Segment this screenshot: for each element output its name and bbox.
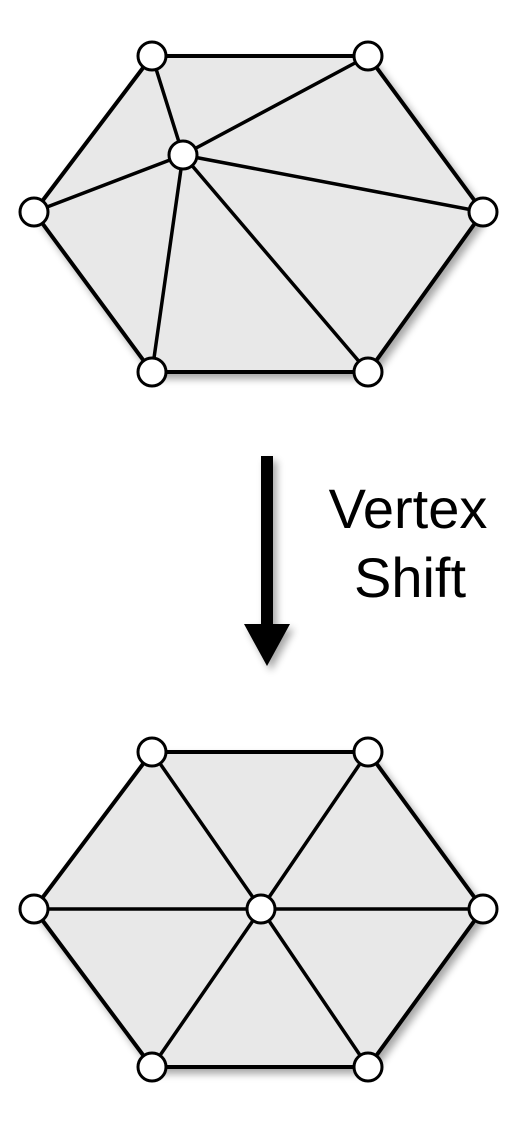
edge-before bbox=[150, 54, 185, 157]
caption-line-1: Vertex bbox=[329, 477, 488, 540]
vertex-after bbox=[352, 736, 384, 768]
edge-before bbox=[181, 153, 370, 374]
vertex-after bbox=[18, 893, 50, 925]
down-arrow-icon bbox=[244, 456, 290, 666]
vertex-after bbox=[352, 1051, 384, 1083]
hexagon-face-before bbox=[32, 54, 485, 374]
vertex-before bbox=[18, 196, 50, 228]
edge-before bbox=[181, 153, 485, 214]
mesh-before bbox=[18, 40, 499, 388]
mesh-after bbox=[18, 736, 499, 1083]
vertex-before bbox=[352, 356, 384, 388]
shifted-vertex-before bbox=[167, 139, 199, 171]
edge-before bbox=[32, 153, 185, 214]
vertex-after bbox=[136, 1051, 168, 1083]
vertex-before bbox=[467, 196, 499, 228]
vertex-after bbox=[136, 736, 168, 768]
shifted-vertex-after bbox=[245, 893, 277, 925]
edge-after bbox=[150, 750, 263, 911]
vertex-before bbox=[136, 40, 168, 72]
caption-line-2: Shift bbox=[354, 546, 466, 609]
vertex-before bbox=[352, 40, 384, 72]
vertex-before bbox=[136, 356, 168, 388]
edge-after bbox=[259, 750, 370, 911]
edge-before bbox=[150, 153, 185, 374]
edge-before bbox=[181, 54, 370, 157]
edge-after bbox=[150, 907, 263, 1069]
edge-after bbox=[259, 907, 370, 1069]
vertex-after bbox=[467, 893, 499, 925]
